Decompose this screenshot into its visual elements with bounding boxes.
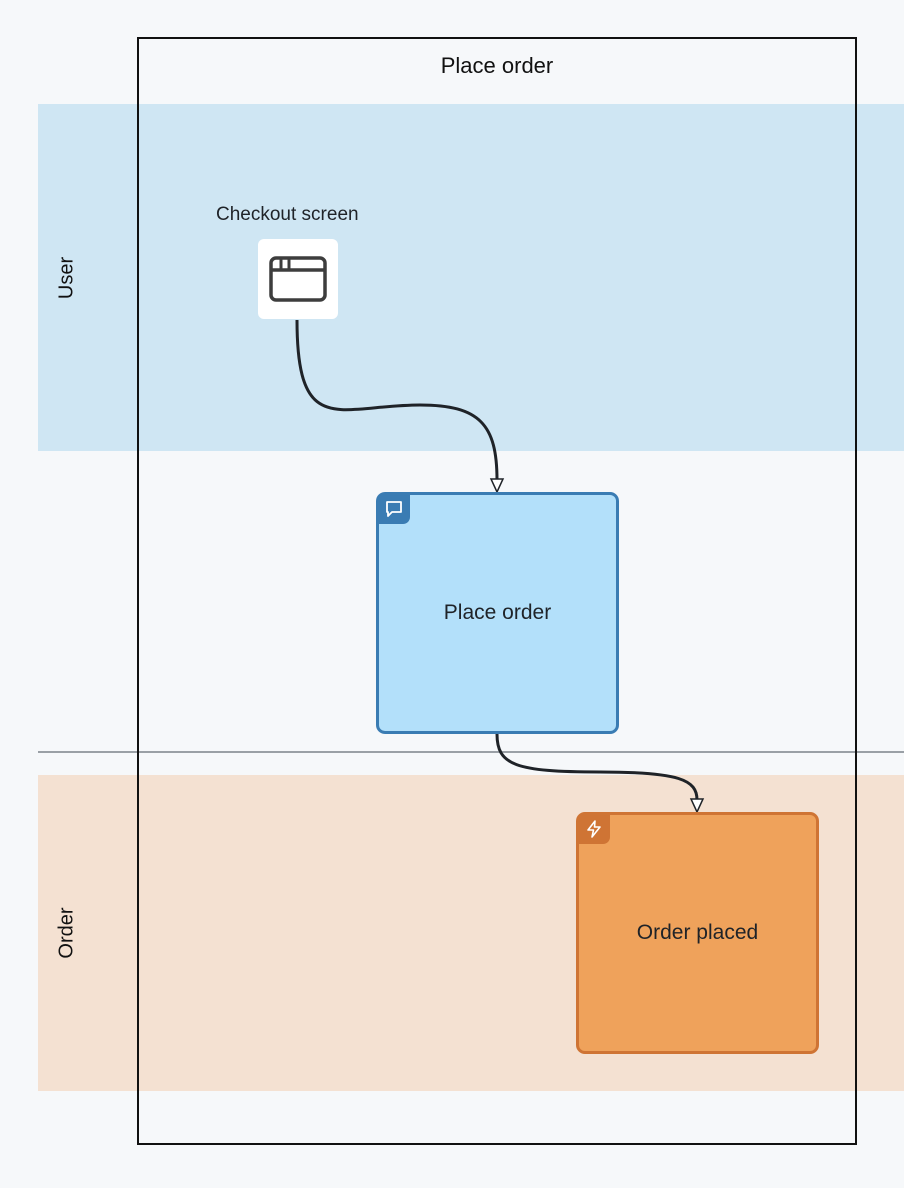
checkout-screen-node[interactable] <box>258 239 338 319</box>
slice-title: Place order <box>440 53 554 78</box>
speech-bubble-icon <box>386 501 402 517</box>
checkout-screen-label: Checkout screen <box>216 204 359 225</box>
order-placed-label: Order placed <box>636 921 759 944</box>
arrowhead-event <box>689 798 705 814</box>
arrowhead-command <box>489 478 505 494</box>
swimlane-user <box>38 104 904 451</box>
place-order-command[interactable]: Place order <box>376 492 619 734</box>
connector-screen-to-command[interactable] <box>295 319 499 481</box>
browser-window-icon <box>269 256 327 302</box>
place-order-label: Place order <box>443 601 552 624</box>
swimlane-divider <box>38 751 904 753</box>
slice-frame[interactable] <box>137 37 857 1145</box>
lightning-bolt-icon <box>587 820 601 838</box>
order-placed-event[interactable]: Order placed <box>576 812 819 1054</box>
event-badge <box>578 814 610 844</box>
command-badge <box>378 494 410 524</box>
connector-command-to-event[interactable] <box>495 733 699 801</box>
